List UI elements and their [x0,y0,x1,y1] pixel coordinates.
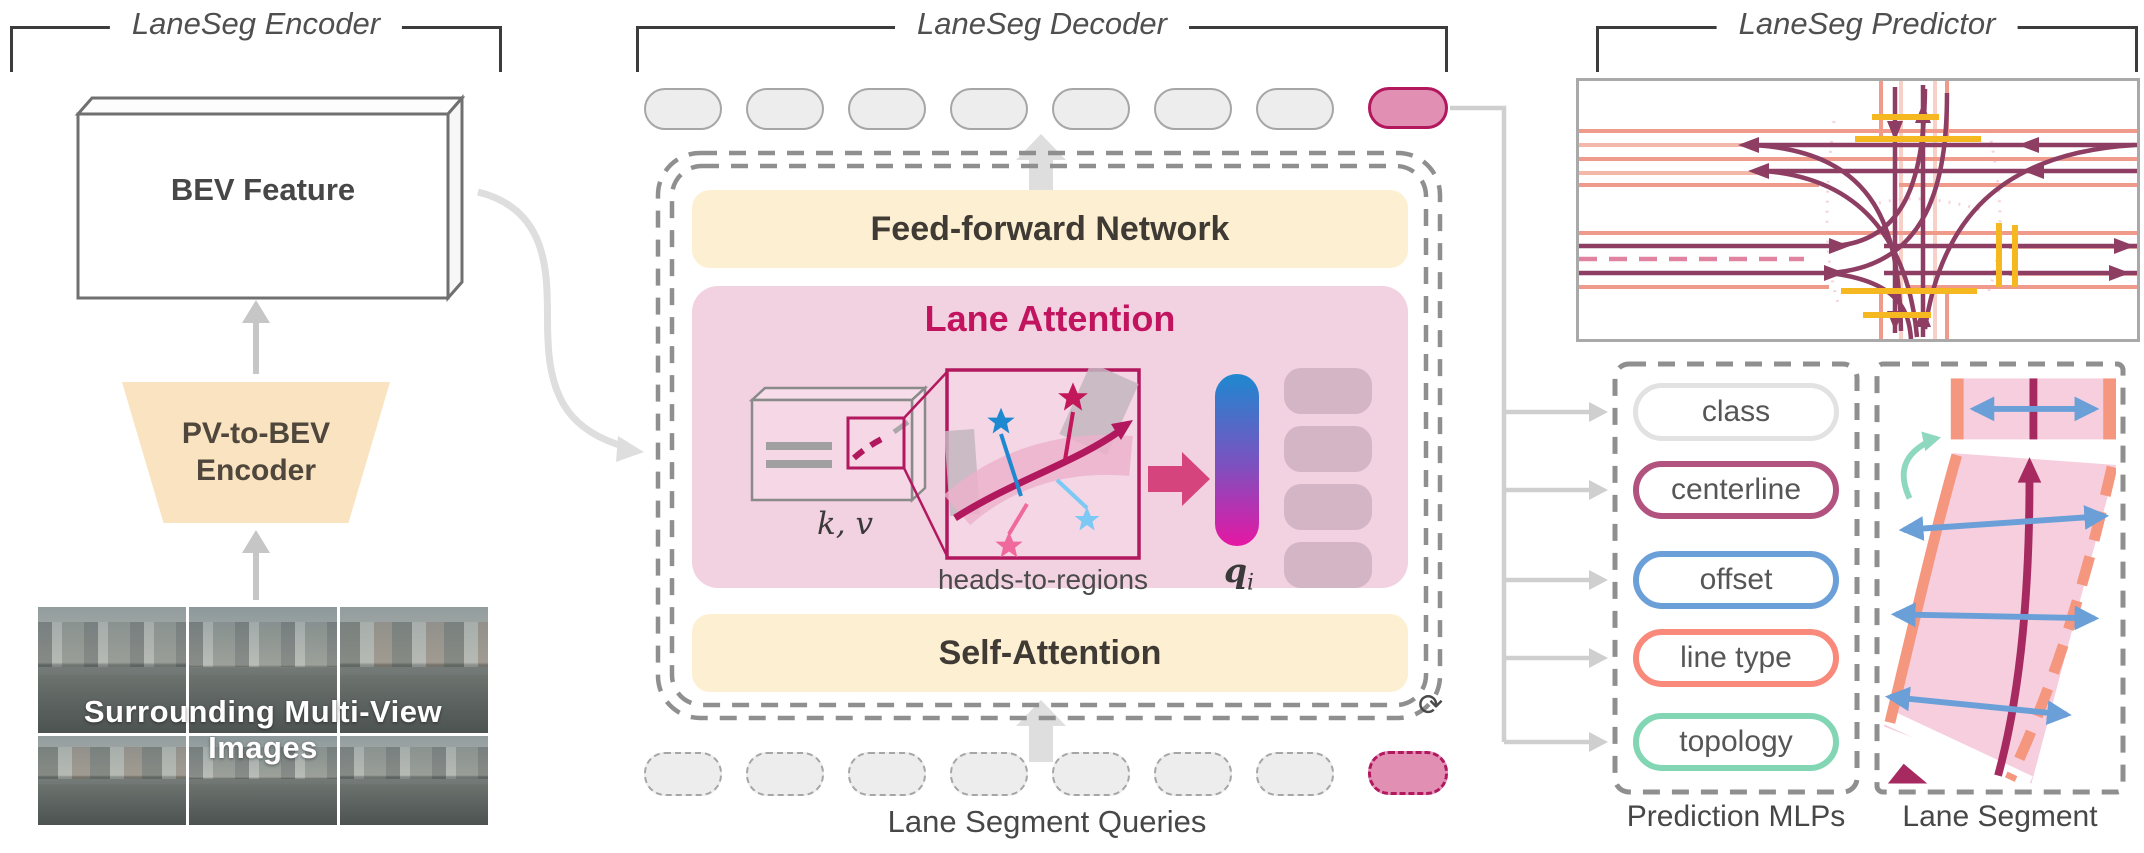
query-token [1256,752,1334,796]
output-token [1052,88,1130,130]
encoder-title: LaneSeg Encoder [109,6,403,42]
output-token [848,88,926,130]
predicted-lane-map [1576,78,2140,342]
predictor-bracket: LaneSeg Predictor [1596,6,2138,72]
other-query-capsule [1284,426,1372,472]
aggregate-arrow [1148,452,1210,506]
camera-image [340,607,488,733]
attention-head-stars [987,382,1100,558]
other-query-capsule [1284,542,1372,588]
arrow-pv2bev-to-bev [242,300,270,374]
prediction-mlps-dashed-box [1612,361,1860,795]
decoder-bracket: LaneSeg Decoder [636,6,1448,72]
mlp-head-offset: offset [1633,551,1839,609]
heads-to-regions-box [945,368,1141,560]
prediction-mlps-caption: Prediction MLPs [1626,800,1846,833]
query-token [1154,752,1232,796]
bev-feature-label: BEV Feature [170,172,356,207]
query-token [746,752,824,796]
lane-segment-queries-caption: Lane Segment Queries [887,804,1207,839]
query-embedding-capsule [1215,374,1259,546]
decoder-outer-dashed-frame [655,150,1443,721]
query-token [644,752,722,796]
query-token [848,752,926,796]
query-token [950,752,1028,796]
multi-view-images [38,607,488,825]
output-token [1154,88,1232,130]
qi-subscript: i [1247,570,1255,596]
pv-to-bev-label-line2: Encoder [195,453,317,487]
decoder-inner-dashed-frame [669,163,1429,708]
other-query-capsule [1284,484,1372,530]
mlp-head-label: offset [1699,563,1773,596]
mlp-head-label: class [1701,395,1771,428]
camera-image [340,736,488,825]
predictor-title: LaneSeg Predictor [1716,6,2018,42]
mlp-head-topology: topology [1633,713,1839,771]
camera-image [38,607,186,733]
arrows-decoder-to-predictor [1450,105,1608,752]
arrow-images-to-pv2bev [242,530,270,600]
output-token [746,88,824,130]
pv-to-bev-label-line1: PV-to-BEV [181,416,331,450]
bev-feature-box [74,94,466,302]
mlp-head-centerline: centerline [1633,461,1839,519]
camera-image [189,736,337,825]
camera-image [38,736,186,825]
mlp-head-label: line type [1680,641,1792,674]
encoder-bracket: LaneSeg Encoder [10,6,502,72]
lane-segment-dashed-box [1874,361,2126,795]
lane-attention-label: Lane Attention [924,298,1176,339]
output-token [644,88,722,130]
lane-segment-caption: Lane Segment [1902,800,2098,833]
other-query-capsule [1284,368,1372,414]
feed-forward-network-block: Feed-forward Network [692,190,1408,268]
mlp-head-class: class [1633,383,1839,441]
kv-label: k, v [816,506,873,542]
mlp-head-label: centerline [1670,473,1802,506]
qi-symbol: q [1223,551,1248,590]
multi-view-images-caption: Surrounding Multi-View Images [83,694,443,765]
mlp-head-line-type: line type [1633,629,1839,687]
query-token-active [1368,751,1448,795]
pv-to-bev-encoder-block: PV-to-BEV Encoder [122,382,390,523]
query-token [1052,752,1130,796]
output-token [950,88,1028,130]
arrow-bev-to-decoder [477,188,644,462]
self-attention-block: Self-Attention [692,614,1408,692]
decoder-title: LaneSeg Decoder [895,6,1189,42]
arrow-queries-to-decoder [1016,700,1066,762]
qi-label: qi [1204,551,1274,596]
camera-image [189,607,337,733]
decoder-loop-icon: ⟳ [1418,689,1444,722]
kv-feature-box [748,385,929,503]
lane-segment-illustration [1884,378,2116,785]
output-token-active [1368,87,1448,129]
mlp-head-label: topology [1679,725,1793,758]
heads-to-regions-label: heads-to-regions [937,564,1149,595]
output-token [1256,88,1334,130]
